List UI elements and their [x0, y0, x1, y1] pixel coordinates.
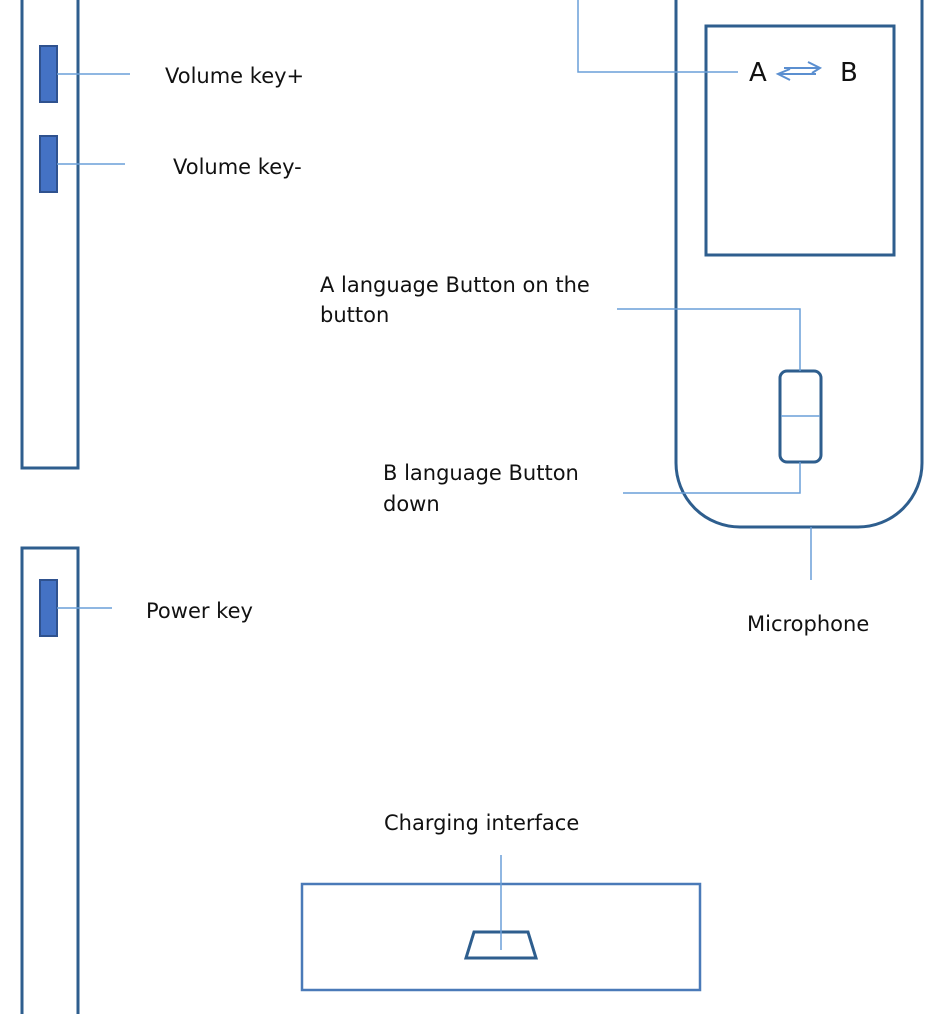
side-view-top: Volume key+ Volume key-	[20, 0, 304, 470]
power-key	[39, 579, 58, 637]
a-button-label-line2: button	[320, 303, 389, 327]
screen-lang-b: B	[840, 58, 858, 88]
device-screen	[704, 24, 896, 257]
screen-leader	[577, 0, 738, 73]
front-view: A B A language Button on the button B la…	[320, 0, 924, 636]
side-view-bottom: Power key	[20, 546, 253, 1014]
b-button-label-line2: down	[383, 492, 440, 516]
b-button-leader	[623, 462, 801, 494]
a-button-label: A language Button on the	[320, 273, 590, 297]
volume-down-label: Volume key-	[173, 155, 302, 179]
device-front-outline	[674, 0, 924, 529]
a-button-leader	[617, 308, 801, 371]
volume-up-label: Volume key+	[165, 64, 304, 88]
volume-down-key	[39, 135, 58, 193]
microphone-label: Microphone	[747, 612, 869, 636]
charging-port-icon	[463, 930, 539, 960]
power-key-label: Power key	[146, 599, 253, 623]
swap-arrow-icon	[775, 61, 823, 81]
screen-lang-a: A	[749, 58, 767, 88]
side-panel-bottom-outline	[20, 546, 80, 1014]
b-button-label: B language Button	[383, 461, 579, 485]
bottom-view: Charging interface	[300, 811, 702, 992]
charging-interface-label: Charging interface	[384, 811, 579, 835]
side-panel-top-outline	[20, 0, 80, 470]
volume-up-key	[39, 45, 58, 103]
